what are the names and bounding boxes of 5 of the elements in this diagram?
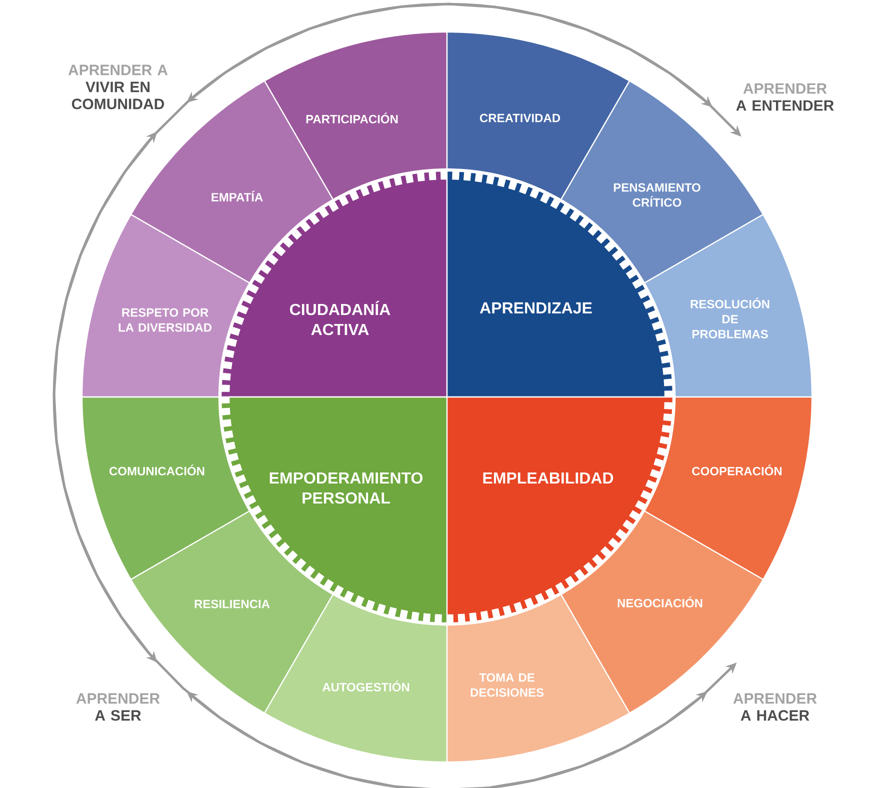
- wheel-segment: COMUNICACIÓN: [81, 396, 250, 580]
- wheel-segment: RESPETO POR LA DIVERSIDAD: [81, 214, 250, 398]
- wheel-segment: PARTICIPACIÓN: [264, 31, 448, 200]
- wheel-segment: RESOLUCIÓN DE PROBLEMAS: [644, 214, 813, 398]
- wheel-segment: COOPERACIÓN: [644, 396, 813, 580]
